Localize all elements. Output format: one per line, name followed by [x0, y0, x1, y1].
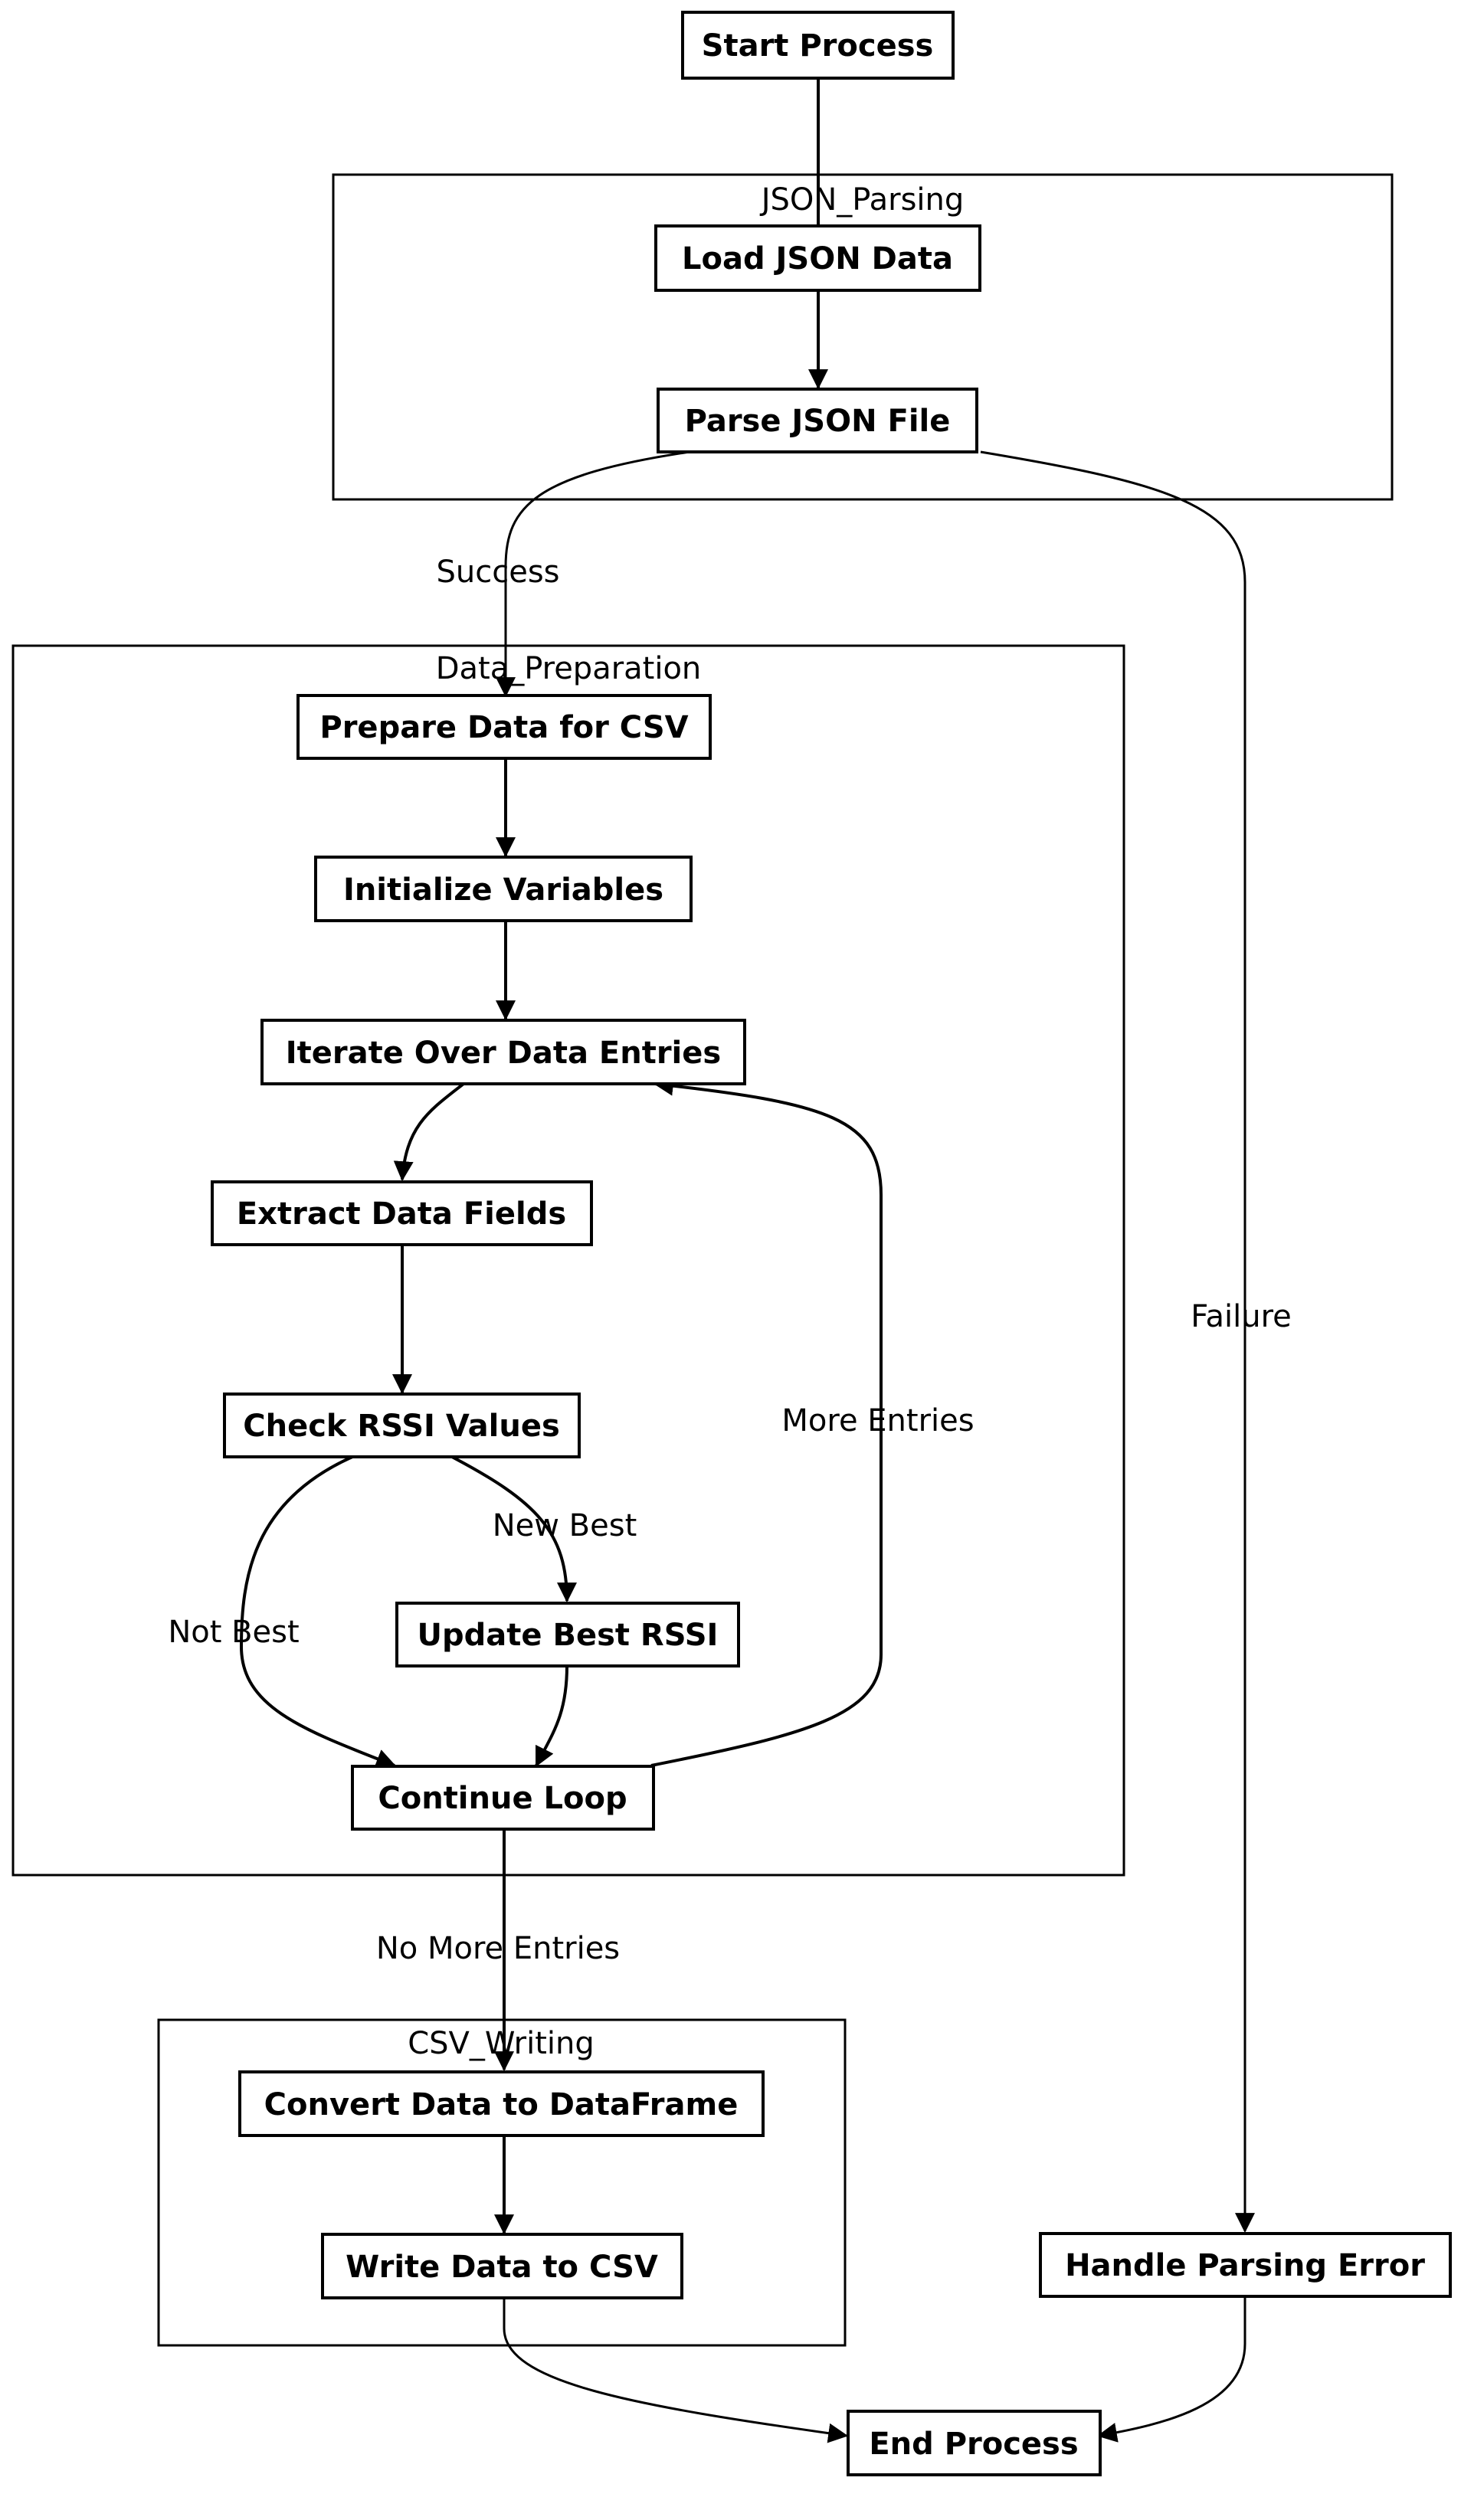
edge-label-not-best: Not Best — [168, 1615, 299, 1650]
node-update-best-rssi: Update Best RSSI — [395, 1602, 740, 1667]
node-iterate-over-data-entries: Iterate Over Data Entries — [260, 1019, 746, 1085]
edge-continue-iterate — [650, 1075, 883, 1767]
node-prepare-data-for-csv: Prepare Data for CSV — [296, 694, 712, 760]
node-initialize-variables: Initialize Variables — [314, 856, 693, 922]
cluster-json-parsing: JSON_Parsing — [332, 173, 1394, 501]
node-end-process-label: End Process — [869, 2427, 1078, 2462]
edge-label-new-best: New Best — [493, 1508, 637, 1543]
edge-labels: Success Failure More Entries New Best No… — [168, 555, 1291, 1966]
edges — [239, 78, 1255, 2443]
node-check-rssi-values: Check RSSI Values — [223, 1393, 581, 1458]
node-prepare-data-for-csv-label: Prepare Data for CSV — [319, 710, 688, 745]
edge-check-continue — [239, 1455, 397, 1769]
node-extract-data-fields-label: Extract Data Fields — [237, 1196, 566, 1232]
node-start-process: Start Process — [681, 11, 955, 80]
node-convert-data-to-dataframe-label: Convert Data to DataFrame — [264, 2087, 739, 2122]
node-continue-loop: Continue Loop — [351, 1765, 655, 1831]
node-end-process: End Process — [847, 2410, 1102, 2476]
node-parse-json-file: Parse JSON File — [657, 388, 978, 453]
edge-label-no-more-entries: No More Entries — [376, 1931, 620, 1966]
node-handle-parsing-error: Handle Parsing Error — [1039, 2232, 1452, 2298]
node-write-data-to-csv-label: Write Data to CSV — [346, 2250, 658, 2285]
node-initialize-variables-label: Initialize Variables — [343, 872, 663, 908]
cluster-data-preparation: Data_Preparation — [11, 644, 1125, 1877]
edge-label-failure: Failure — [1191, 1299, 1292, 1334]
edge-iterate-extract — [393, 1082, 465, 1182]
edge-label-success: Success — [436, 555, 559, 590]
node-extract-data-fields: Extract Data Fields — [211, 1180, 593, 1246]
node-continue-loop-label: Continue Loop — [378, 1781, 627, 1816]
cluster-data-preparation-label: Data_Preparation — [436, 651, 702, 686]
edge-parse-error — [980, 450, 1255, 2234]
edge-error-end — [1096, 2296, 1246, 2443]
edge-write-end — [503, 2298, 849, 2443]
cluster-csv-writing: CSV_Writing — [157, 2018, 847, 2347]
node-iterate-over-data-entries-label: Iterate Over Data Entries — [286, 1036, 721, 1071]
node-convert-data-to-dataframe: Convert Data to DataFrame — [238, 2070, 765, 2137]
node-handle-parsing-error-label: Handle Parsing Error — [1065, 2248, 1425, 2283]
cluster-json-parsing-label: JSON_Parsing — [759, 182, 965, 218]
edge-label-more-entries: More Entries — [781, 1403, 974, 1438]
edge-parse-prepare — [496, 450, 690, 698]
node-update-best-rssi-label: Update Best RSSI — [418, 1618, 719, 1653]
edge-check-update — [451, 1455, 577, 1603]
edge-update-continue — [535, 1665, 568, 1767]
node-write-data-to-csv: Write Data to CSV — [321, 2233, 683, 2299]
node-parse-json-file-label: Parse JSON File — [685, 404, 951, 439]
cluster-csv-writing-label: CSV_Writing — [408, 2026, 595, 2061]
node-check-rssi-values-label: Check RSSI Values — [243, 1409, 560, 1444]
node-load-json-data-label: Load JSON Data — [682, 241, 953, 277]
node-start-process-label: Start Process — [702, 28, 934, 64]
node-load-json-data: Load JSON Data — [654, 224, 981, 292]
